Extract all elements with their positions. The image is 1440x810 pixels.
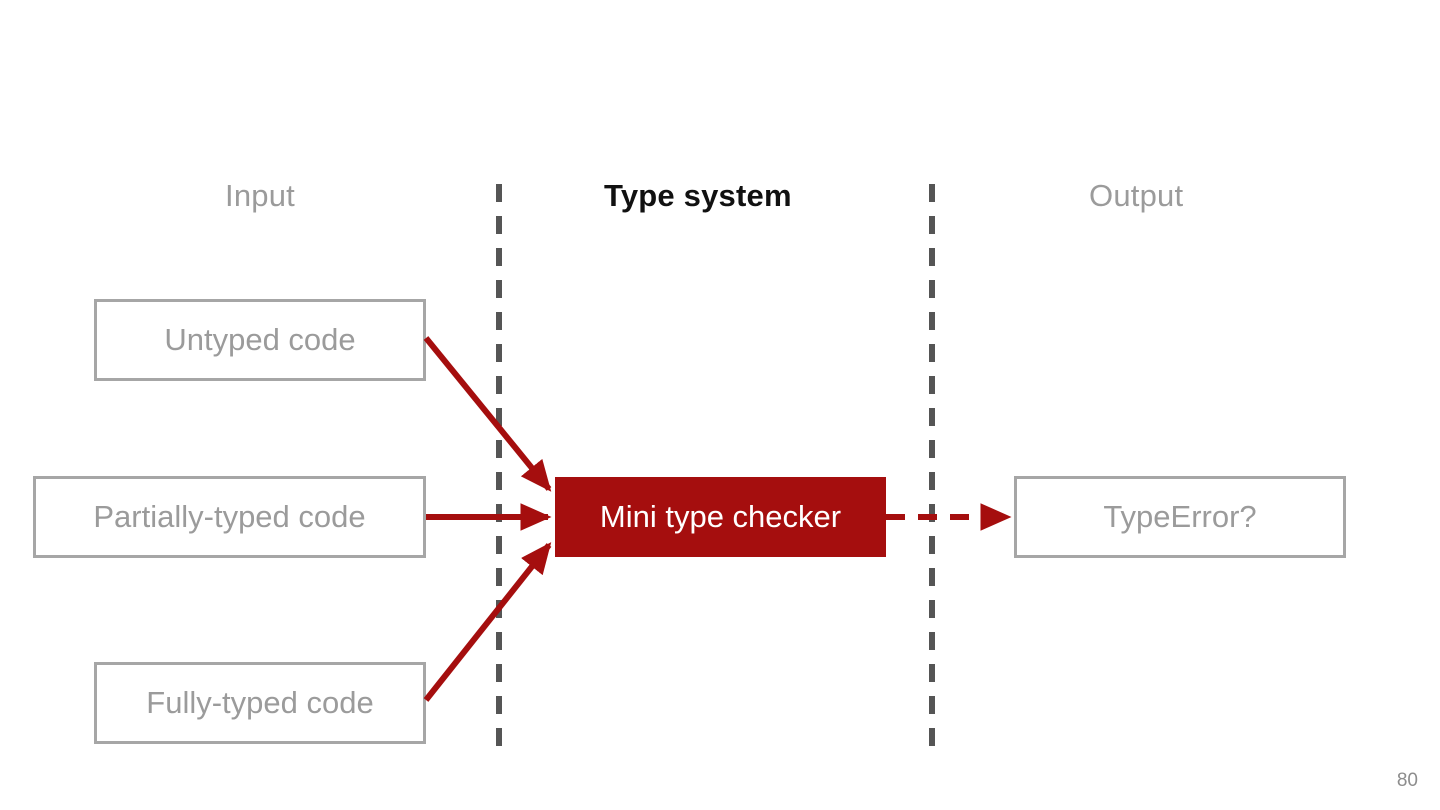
node-fully-typed-code: Fully-typed code — [94, 662, 426, 744]
column-header-input: Input — [225, 178, 295, 213]
column-header-output: Output — [1089, 178, 1184, 213]
node-typeerror: TypeError? — [1014, 476, 1346, 558]
column-divider-right — [929, 184, 935, 746]
edge-untyped-to-checker — [423, 336, 552, 492]
node-untyped-code: Untyped code — [94, 299, 426, 381]
column-header-type-system: Type system — [604, 178, 792, 213]
node-partially-typed-code: Partially-typed code — [33, 476, 426, 558]
node-mini-type-checker: Mini type checker — [555, 477, 886, 557]
edge-fully-typed-to-checker — [423, 542, 552, 702]
column-divider-left — [496, 184, 502, 746]
page-number: 80 — [1396, 770, 1418, 791]
